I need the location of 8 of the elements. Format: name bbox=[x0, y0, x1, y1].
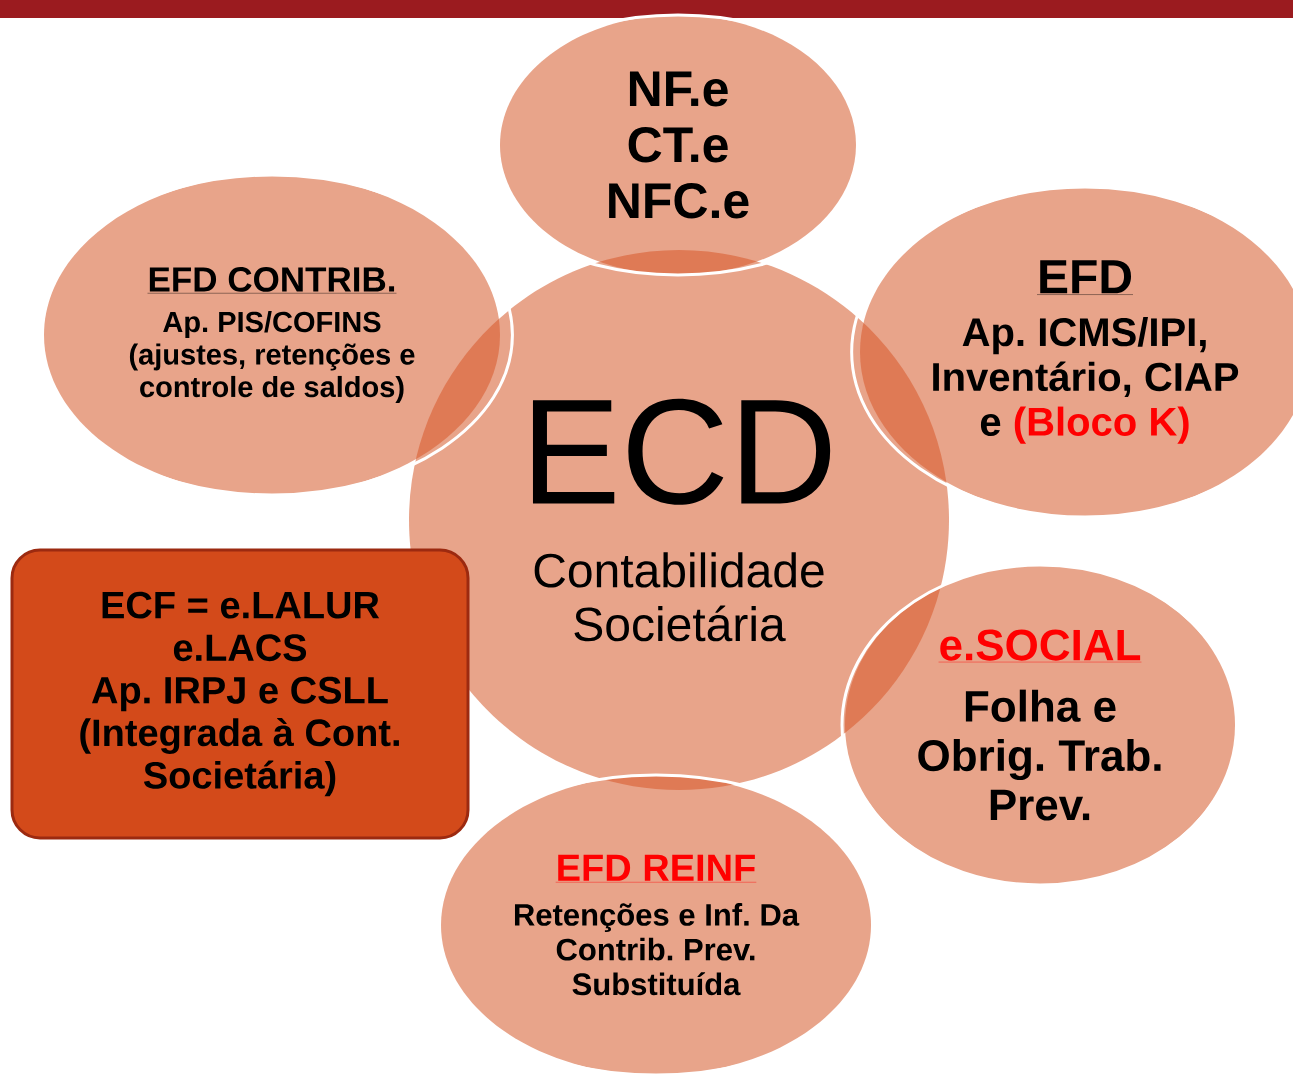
rounded-box: ECF = e.LALUR e.LACS Ap. IRPJ e CSLL (Integrada à Cont. Societária) bbox=[10, 548, 470, 840]
ellipse-node: EFD REINF Retenções e Inf. Da Contrib. Prev. Substituída bbox=[414, 773, 898, 1077]
ellipse-node: EFD CONTRIB. Ap. PIS/COFINS (ajustes, retenções e controle de saldos) bbox=[30, 173, 514, 497]
ellipse-node: EFD Ap. ICMS/IPI, Inventário, CIAP e (Bloco K) bbox=[850, 185, 1293, 519]
node-label: Contabilidade Societária bbox=[534, 552, 824, 642]
ellipse-node: e.SOCIAL Folha e Obrig. Trab. Prev. bbox=[840, 563, 1240, 887]
ellipse-node: NF.e CT.e NFC.e bbox=[464, 13, 892, 277]
node-label: ECD bbox=[532, 398, 831, 505]
